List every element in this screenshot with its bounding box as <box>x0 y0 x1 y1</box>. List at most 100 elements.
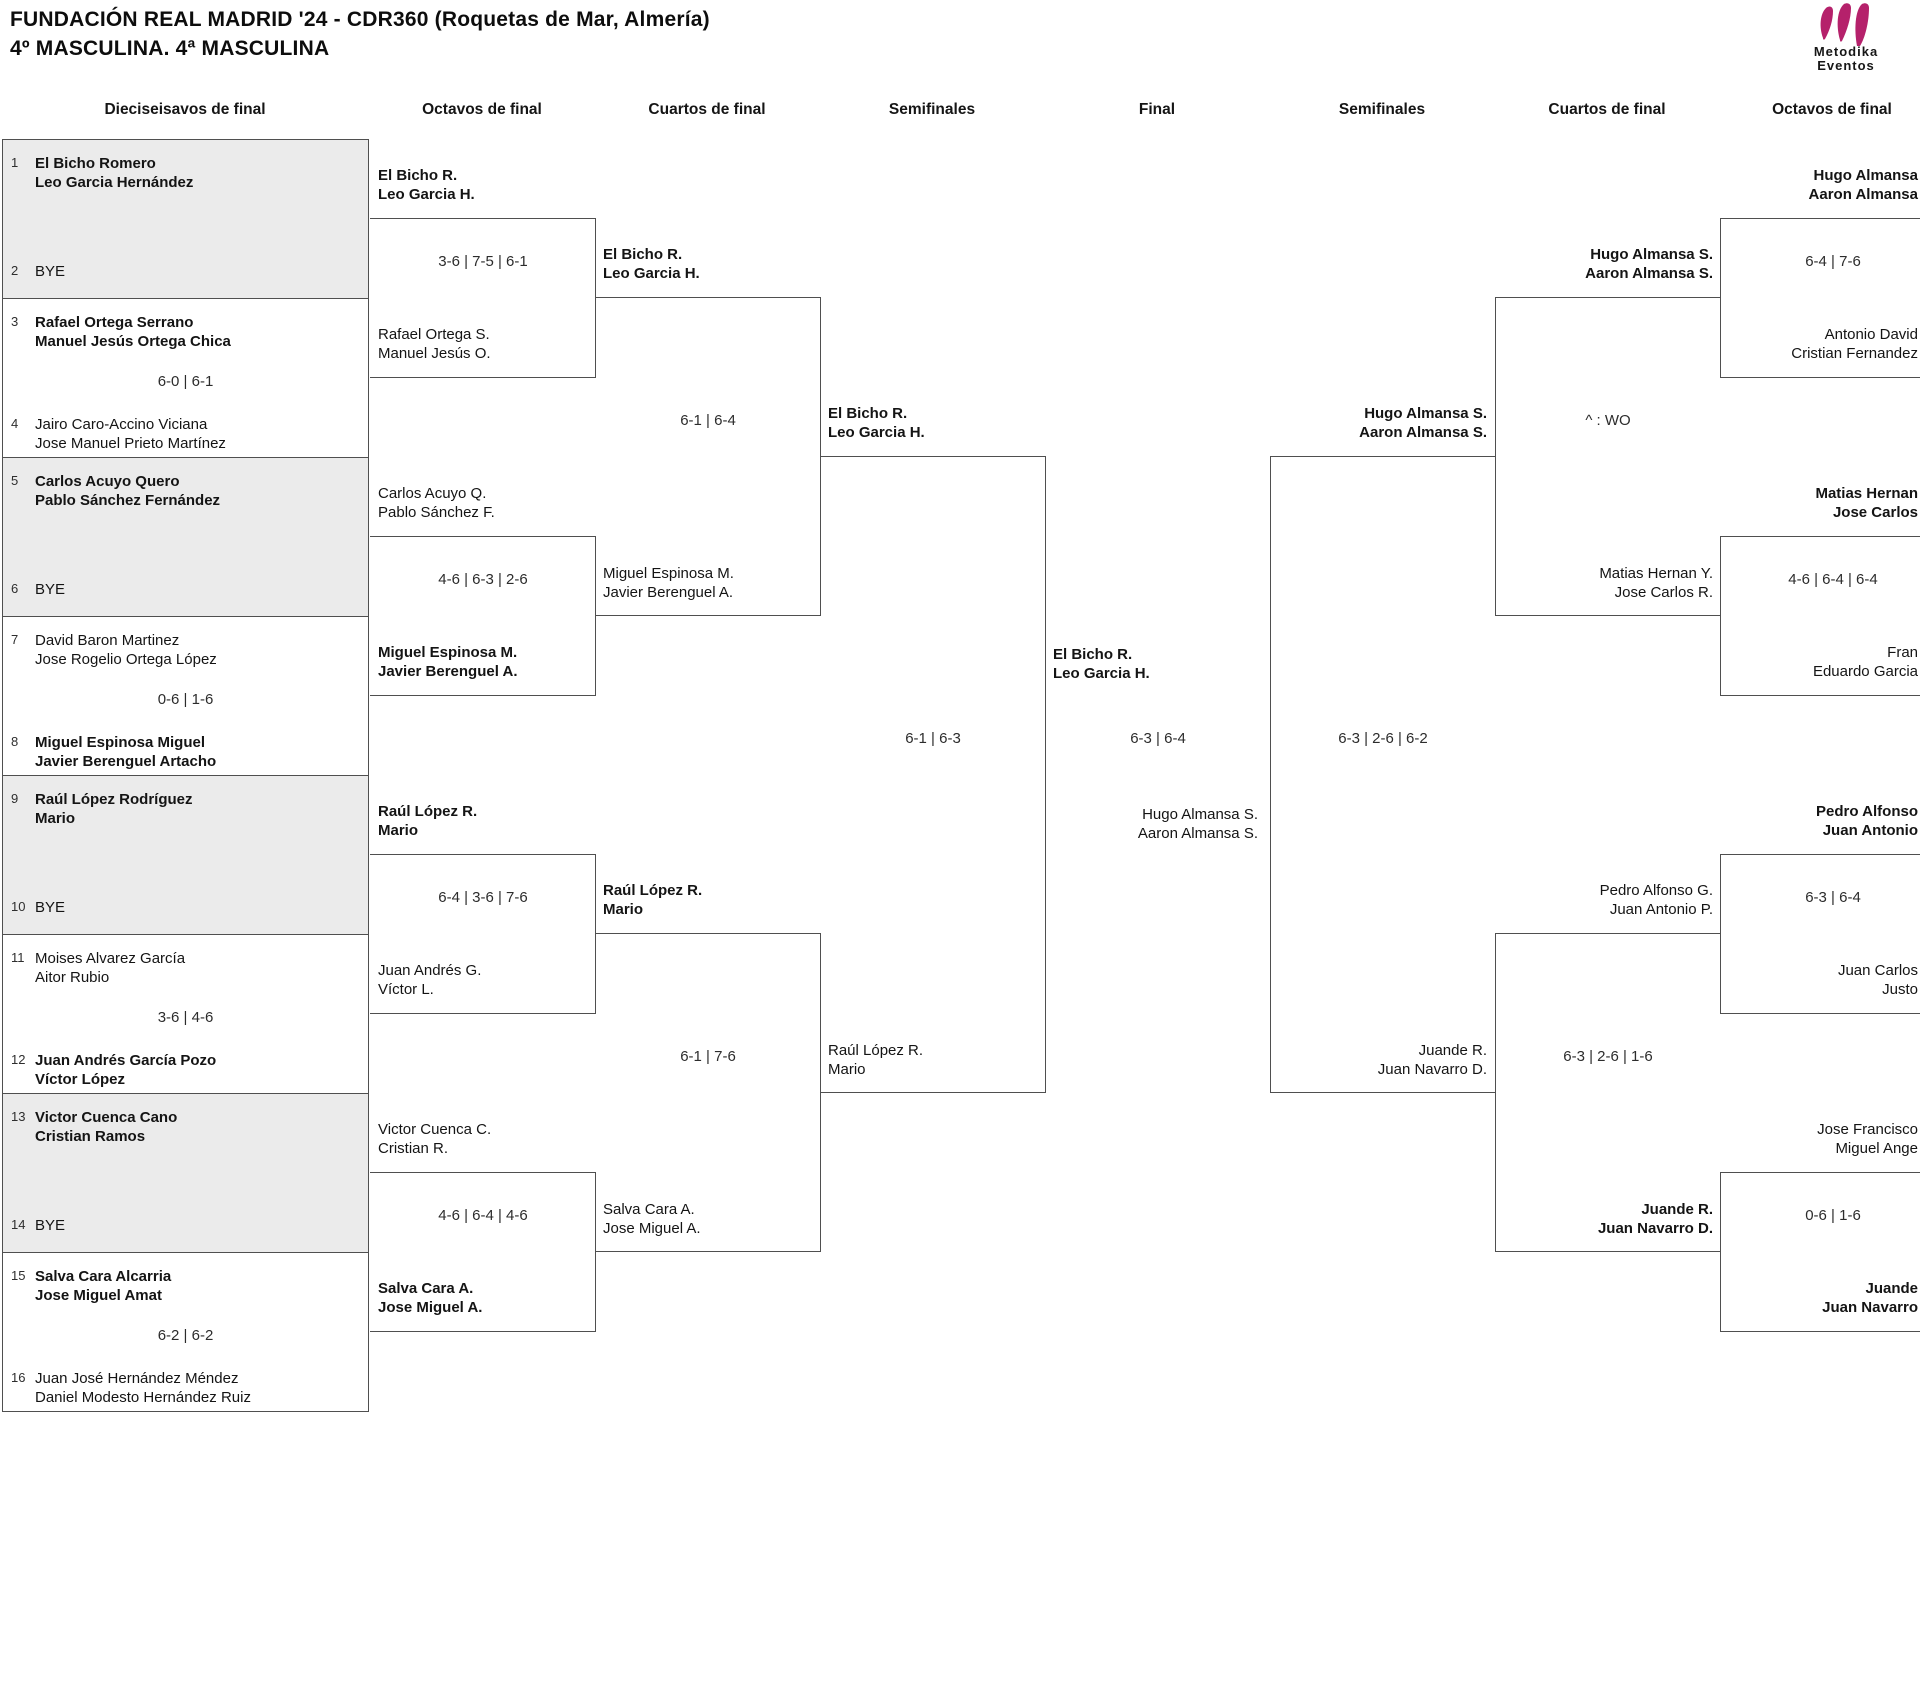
match-box-cuartos-right-1 <box>1495 297 1721 616</box>
logo-word-2: Eventos <box>1817 58 1875 73</box>
team-name: Fran Eduardo Garcia <box>1812 644 1918 680</box>
team-name: Raúl López Rodríguez Mario <box>35 791 193 827</box>
team-name: Rafael Ortega S. Manuel Jesús O. <box>378 326 491 362</box>
team-name: Matias Hernan Jose Carlos <box>1815 485 1918 521</box>
team-name: Juan Andrés García Pozo Víctor López <box>35 1052 217 1088</box>
seed-number: 9 <box>11 791 19 806</box>
match-box-octavos-left-2 <box>370 536 596 696</box>
match-score: 6-3 | 2-6 | 6-2 <box>1338 730 1428 747</box>
team-name: Raúl López R. Mario <box>603 882 703 918</box>
team-name: Jose Francisco Miguel Ange <box>1817 1121 1918 1157</box>
team-name: Salva Cara Alcarria Jose Miguel Amat <box>35 1268 172 1304</box>
match-box-semifinal-left <box>820 456 1046 1093</box>
match-box-r16-7: 13 Victor Cuenca Cano Cristian Ramos 14 … <box>2 1093 369 1253</box>
team-name: El Bicho Romero Leo Garcia Hernández <box>35 155 194 191</box>
seed-number: 12 <box>11 1052 26 1067</box>
team-name: Salva Cara A. Jose Miguel A. <box>603 1201 701 1237</box>
seed-number: 5 <box>11 473 19 488</box>
match-score: 6-1 | 6-3 <box>905 730 961 747</box>
seed-number: 13 <box>11 1109 26 1124</box>
match-box-octavos-right-3 <box>1720 854 1920 1014</box>
seed-number: 2 <box>11 263 19 278</box>
match-score: 6-3 | 2-6 | 1-6 <box>1563 1048 1653 1065</box>
team-name: Juan Andrés G. Víctor L. <box>378 962 482 998</box>
seed-number: 8 <box>11 734 19 749</box>
team-name: Miguel Espinosa Miguel Javier Berenguel … <box>35 734 217 770</box>
team-name: Miguel Espinosa M. Javier Berenguel A. <box>603 565 734 601</box>
match-box-octavos-left-4 <box>370 1172 596 1332</box>
team-name: Pedro Alfonso Juan Antonio <box>1816 803 1918 839</box>
team-name: BYE <box>35 581 66 598</box>
round-header-cuartos-left: Cuartos de final <box>648 101 766 118</box>
seed-number: 4 <box>11 416 19 431</box>
match-box-octavos-right-2 <box>1720 536 1920 696</box>
team-name: Hugo Almansa S. Aaron Almansa S. <box>1585 246 1713 282</box>
round-header-semifinales-right: Semifinales <box>1338 101 1426 118</box>
match-box-r16-1: 1 El Bicho Romero Leo Garcia Hernández 2… <box>2 139 369 299</box>
match-score-walkover: ^ : WO <box>1585 412 1631 429</box>
seed-number: 6 <box>11 581 19 596</box>
team-name: BYE <box>35 1217 66 1234</box>
seed-number: 11 <box>11 950 25 965</box>
match-score: 6-0 | 6-1 <box>157 373 214 390</box>
team-name: Juande R. Juan Navarro D. <box>1597 1201 1713 1237</box>
team-name: Salva Cara A. Jose Miguel A. <box>378 1280 483 1316</box>
match-score: 3-6 | 7-5 | 6-1 <box>438 253 528 270</box>
seed-number: 10 <box>11 899 26 914</box>
match-score: 6-1 | 6-4 <box>680 412 736 429</box>
logo-word-1: Metodika <box>1813 44 1879 59</box>
round-header-octavos-right: Octavos de final <box>1772 101 1892 118</box>
team-name: BYE <box>35 263 66 280</box>
page-subtitle: 4º MASCULINA. 4ª MASCULINA <box>10 37 330 60</box>
team-name: Juande R. Juan Navarro D. <box>1377 1042 1487 1078</box>
match-box-semifinal-right <box>1270 456 1496 1093</box>
match-box-r16-2: 3 Rafael Ortega Serrano Manuel Jesús Ort… <box>2 298 369 458</box>
team-name: Moises Alvarez García Aitor Rubio <box>35 950 186 986</box>
seed-number: 14 <box>11 1217 26 1232</box>
team-name: Miguel Espinosa M. Javier Berenguel A. <box>378 644 518 680</box>
match-box-r16-5: 9 Raúl López Rodríguez Mario 10 BYE <box>2 775 369 935</box>
metodika-logo-icon <box>1820 3 1869 46</box>
seed-number: 7 <box>11 632 19 647</box>
page-title: FUNDACIÓN REAL MADRID '24 - CDR360 (Roqu… <box>10 8 710 31</box>
match-score: 6-3 | 6-4 <box>1805 889 1861 906</box>
team-name: Victor Cuenca Cano Cristian Ramos <box>35 1109 178 1145</box>
team-name-final-winner: El Bicho R. Leo Garcia H. <box>1053 646 1150 682</box>
match-box-octavos-left-1 <box>370 218 596 378</box>
team-name: El Bicho R. Leo Garcia H. <box>603 246 700 282</box>
team-name: Pedro Alfonso G. Juan Antonio P. <box>1599 882 1713 918</box>
seed-number: 3 <box>11 314 19 329</box>
seed-number: 1 <box>11 155 19 170</box>
match-box-octavos-left-3 <box>370 854 596 1014</box>
team-name: Hugo Almansa Aaron Almansa <box>1808 167 1918 203</box>
round-header-final: Final <box>1138 101 1176 118</box>
match-score: 4-6 | 6-4 | 4-6 <box>438 1207 528 1224</box>
team-name: Raúl López R. Mario <box>828 1042 924 1078</box>
team-name-final-runnerup: Hugo Almansa S. Aaron Almansa S. <box>1137 806 1258 842</box>
match-score-final: 6-3 | 6-4 <box>1130 730 1186 747</box>
match-score: 6-4 | 7-6 <box>1805 253 1861 270</box>
team-name: BYE <box>35 899 66 916</box>
team-name: El Bicho R. Leo Garcia H. <box>828 405 925 441</box>
team-name: Carlos Acuyo Q. Pablo Sánchez F. <box>378 485 495 521</box>
team-name: Juande Juan Navarro <box>1822 1280 1918 1316</box>
match-score: 0-6 | 1-6 <box>1805 1207 1861 1224</box>
match-score: 4-6 | 6-4 | 6-4 <box>1788 571 1878 588</box>
match-box-r16-3: 5 Carlos Acuyo Quero Pablo Sánchez Ferná… <box>2 457 369 617</box>
match-score: 3-6 | 4-6 <box>157 1009 214 1026</box>
match-score: 6-1 | 7-6 <box>680 1048 736 1065</box>
seed-number: 16 <box>11 1370 26 1385</box>
round-header-cuartos-right: Cuartos de final <box>1548 101 1666 118</box>
match-score: 4-6 | 6-3 | 2-6 <box>438 571 528 588</box>
match-score: 6-2 | 6-2 <box>157 1327 214 1344</box>
match-box-octavos-right-4 <box>1720 1172 1920 1332</box>
logo-text: Metodika Eventos <box>1790 45 1902 73</box>
match-score: 0-6 | 1-6 <box>157 691 214 708</box>
team-name: Matias Hernan Y. Jose Carlos R. <box>1599 565 1713 601</box>
team-name: Raúl López R. Mario <box>378 803 478 839</box>
match-box-octavos-right-1 <box>1720 218 1920 378</box>
team-name: Carlos Acuyo Quero Pablo Sánchez Fernánd… <box>35 473 221 509</box>
round-header-semifinales-left: Semifinales <box>888 101 976 118</box>
round-header-dieciseisavos: Dieciseisavos de final <box>104 101 266 118</box>
